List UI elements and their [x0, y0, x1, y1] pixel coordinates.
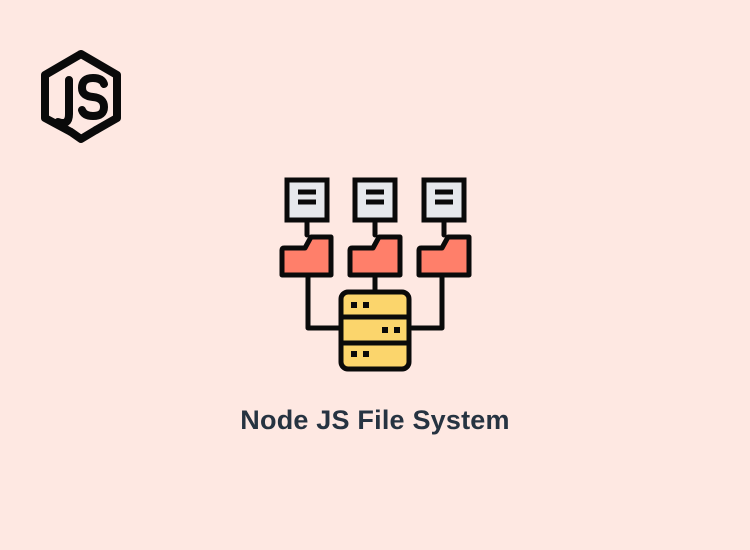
server-icon — [338, 289, 412, 372]
document-icon — [352, 177, 398, 223]
file-system-illustration — [279, 177, 472, 372]
page-title: Node JS File System — [240, 405, 510, 435]
folder-icon — [416, 234, 472, 278]
nodejs-logo-icon — [41, 50, 121, 143]
document-icon — [284, 177, 330, 223]
document-icon — [421, 177, 467, 223]
folder-icon — [279, 234, 334, 278]
folder-icon — [347, 234, 403, 278]
